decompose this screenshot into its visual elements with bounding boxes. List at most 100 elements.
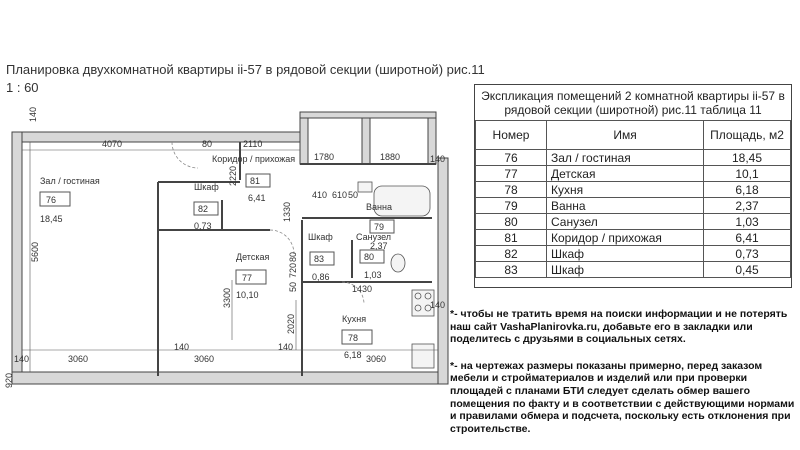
dim-140b3: 140 xyxy=(278,342,293,352)
burner xyxy=(414,292,422,300)
sink xyxy=(357,181,373,193)
dim-3060c: 3060 xyxy=(366,354,386,364)
fixtures xyxy=(357,181,435,369)
closet2-number: 83 xyxy=(314,254,324,264)
dim-140b4: 140 xyxy=(430,300,445,310)
dim-1330: 1330 xyxy=(282,202,292,222)
hall-area: 6,41 xyxy=(248,193,266,203)
row-area: 0,45 xyxy=(703,261,791,278)
burner xyxy=(424,304,432,312)
kitchen-number-box xyxy=(341,329,373,345)
notes: *- чтобы не тратить время на поиски инфо… xyxy=(450,308,795,435)
row-number: 80 xyxy=(475,213,547,230)
kitchen-area: 6,18 xyxy=(344,350,362,360)
row-area: 0,73 xyxy=(703,245,791,262)
dim-140r: 140 xyxy=(430,154,445,164)
dim-1430: 1430 xyxy=(352,284,372,294)
row-area: 6,18 xyxy=(703,181,791,198)
dim-2020: 2020 xyxy=(286,314,296,334)
kitchen-name: Кухня xyxy=(342,314,366,324)
dim-920: 920 xyxy=(4,373,14,388)
dim-410: 410 xyxy=(312,190,327,200)
rooms-explication: Экспликация помещений 2 комнатной кварти… xyxy=(474,84,792,288)
kitchen-number: 78 xyxy=(348,333,358,343)
dim-50a: 50 xyxy=(348,190,358,200)
dim-720: 720 xyxy=(288,263,298,278)
row-name: Шкаф xyxy=(546,261,704,278)
row-number: 82 xyxy=(475,245,547,262)
row-area: 10,1 xyxy=(703,165,791,182)
kids-number: 77 xyxy=(242,273,252,283)
kitchen-door-arc xyxy=(341,281,365,305)
dim-610: 610 xyxy=(332,190,347,200)
row-number: 77 xyxy=(475,165,547,182)
hall-number-box xyxy=(245,173,271,188)
header-area: Площадь, м2 xyxy=(703,120,791,150)
row-area: 18,45 xyxy=(703,149,791,166)
kids-name: Детская xyxy=(236,252,269,262)
dim-0-86: 0,86 xyxy=(312,272,330,282)
dim-5600: 5600 xyxy=(30,242,40,262)
dimension-lines xyxy=(22,142,438,372)
dim-3300: 3300 xyxy=(222,288,232,308)
row-area: 1,03 xyxy=(703,213,791,230)
bath-number: 79 xyxy=(374,222,384,232)
bath-area: 2,37 xyxy=(370,241,388,251)
row-name: Ванна xyxy=(546,197,704,214)
kids-area: 10,10 xyxy=(236,290,259,300)
row-number: 81 xyxy=(475,229,547,246)
balcony-divider xyxy=(361,111,371,165)
doors xyxy=(171,141,365,305)
closet1-number-box xyxy=(193,201,219,216)
row-name: Коридор / прихожая xyxy=(546,229,704,246)
dim-2110: 2110 xyxy=(243,139,262,149)
row-name: Санузел xyxy=(546,213,704,230)
dim-80a: 80 xyxy=(202,139,212,149)
wc-area: 1,03 xyxy=(364,270,382,280)
burner xyxy=(424,292,432,300)
row-number: 79 xyxy=(475,197,547,214)
row-number: 83 xyxy=(475,261,547,278)
hall-number: 81 xyxy=(250,176,260,186)
living-area: 18,45 xyxy=(40,214,63,224)
note-bookmark: *- чтобы не тратить время на поиски инфо… xyxy=(450,308,788,346)
dim-1780: 1780 xyxy=(314,152,334,162)
row-number: 78 xyxy=(475,181,547,198)
header-name: Имя xyxy=(546,120,704,150)
bottom-wall xyxy=(11,371,447,385)
left-wall xyxy=(11,131,23,385)
dim-80b: 80 xyxy=(288,252,298,262)
dim-140b2: 140 xyxy=(174,342,189,352)
toilet xyxy=(390,253,406,273)
living-door-arc xyxy=(171,141,199,169)
header-number: Номер xyxy=(475,120,547,150)
row-name: Кухня xyxy=(546,181,704,198)
kitchen-sink xyxy=(411,343,435,369)
closet2-number-box xyxy=(309,251,335,266)
plan-scale: 1 : 60 xyxy=(6,80,39,95)
dim-2220: 2220 xyxy=(228,166,238,186)
hall-name: Коридор / прихожая xyxy=(212,154,295,164)
dim-3060b: 3060 xyxy=(194,354,214,364)
plan-title: Планировка двухкомнатной квартиры ii-57 … xyxy=(6,62,485,77)
dim-3060a: 3060 xyxy=(68,354,88,364)
row-name: Зал / гостиная xyxy=(546,149,704,166)
row-area: 6,41 xyxy=(703,229,791,246)
closet1-number: 82 xyxy=(198,204,208,214)
dimension-labels: 4070 80 2110 140 1780 1880 140 5600 2220… xyxy=(4,107,445,388)
dim-4070: 4070 xyxy=(102,139,122,149)
living-name: Зал / гостиная xyxy=(40,176,100,186)
row-name: Детская xyxy=(546,165,704,182)
row-number: 76 xyxy=(475,149,547,166)
partitions xyxy=(157,142,436,376)
wc-name: Санузел xyxy=(356,232,391,242)
balcony-top xyxy=(299,111,437,119)
closet2-name: Шкаф xyxy=(308,232,333,242)
